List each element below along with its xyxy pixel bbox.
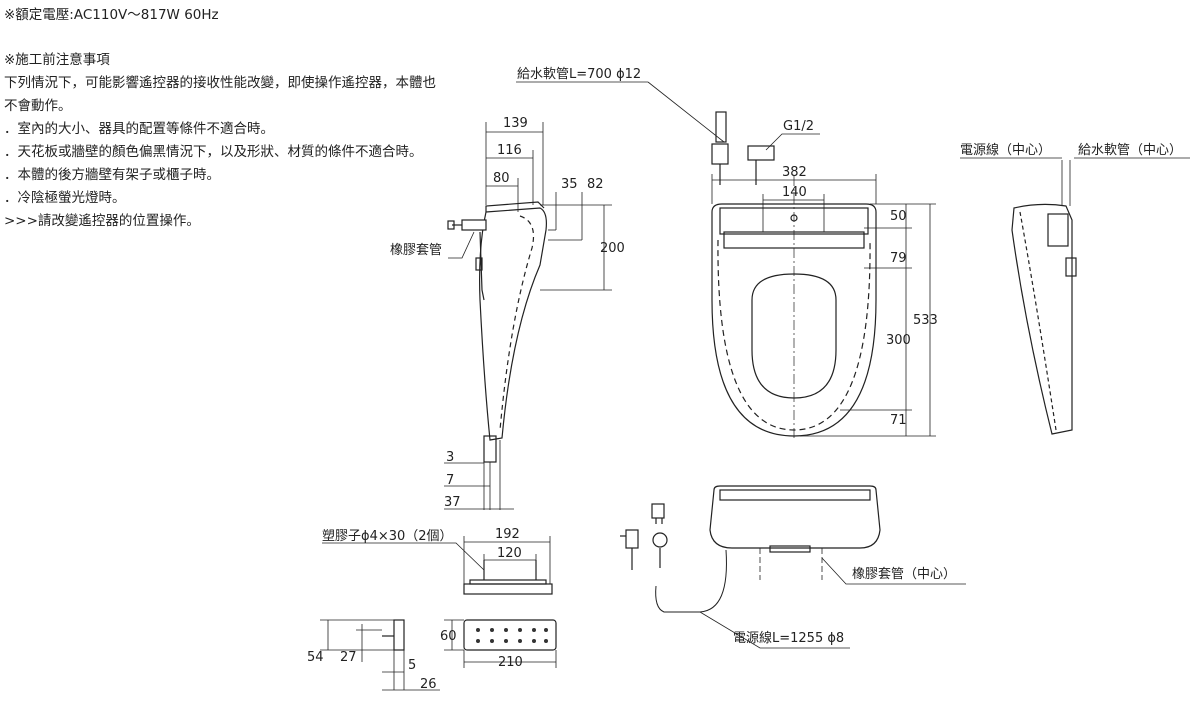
dim-rs-27: 27 — [340, 650, 357, 665]
dim-side-35: 35 — [561, 177, 578, 192]
rear-view — [960, 157, 1190, 435]
dim-side-116: 116 — [497, 143, 522, 158]
wall-bracket — [322, 536, 553, 595]
label-water-hose: 給水軟管L=700 ϕ12 — [517, 66, 641, 82]
label-power-cord: 電源線L=1255 ϕ8 — [733, 630, 844, 646]
dim-side-200: 200 — [600, 241, 625, 256]
installation-notes: ※額定電壓:AC110V～817W 60Hz ※施工前注意事項 下列情況下，可能… — [4, 4, 444, 233]
dim-top-300: 300 — [886, 333, 911, 348]
dim-top-140: 140 — [782, 185, 807, 200]
side-view — [444, 122, 612, 510]
dim-top-382: 382 — [782, 165, 807, 180]
dim-rs-5: 5 — [408, 658, 416, 673]
remote-buttons — [476, 628, 548, 643]
dim-side-3: 3 — [446, 450, 454, 465]
dim-rs-54: 54 — [307, 650, 324, 665]
dim-remote-210: 210 — [498, 655, 523, 670]
dim-side-82: 82 — [587, 177, 604, 192]
label-thread: G1/2 — [783, 119, 814, 134]
notes-item-4: ．冷陰極螢光燈時。 — [4, 190, 126, 206]
label-plastic-plug: 塑膠子ϕ4×30（2個） — [322, 529, 453, 544]
dim-side-7: 7 — [446, 473, 454, 488]
label-water-hose-center: 給水軟管（中心） — [1078, 142, 1182, 158]
label-rubber-sleeve: 橡膠套管 — [390, 242, 442, 258]
notes-item-1: ．室內的大小、器具的配置等條件不適合時。 — [4, 121, 274, 137]
dim-side-37: 37 — [444, 495, 461, 510]
notes-item-3: ．本體的後方牆壁有架子或櫃子時。 — [4, 167, 220, 183]
remote-side-view — [320, 619, 440, 691]
dim-side-139: 139 — [503, 116, 528, 131]
notes-heading: ※施工前注意事項 — [4, 52, 110, 68]
notes-footer: >>>請改變遙控器的位置操作。 — [4, 213, 200, 229]
dim-top-71: 71 — [890, 413, 907, 428]
dim-top-50: 50 — [890, 209, 907, 224]
label-power-cord-center: 電源線（中心） — [960, 142, 1051, 158]
rated-voltage-text: ※額定電壓:AC110V～817W 60Hz — [4, 7, 219, 23]
label-rubber-sleeve-center: 橡膠套管（中心） — [852, 566, 956, 582]
top-view-lid-opening — [751, 273, 837, 399]
remote-control — [444, 619, 557, 668]
dim-remote-60: 60 — [440, 629, 457, 644]
dim-top-79: 79 — [890, 251, 907, 266]
top-view-seat — [711, 203, 877, 437]
dim-top-533: 533 — [913, 313, 938, 328]
dim-bracket-120: 120 — [497, 546, 522, 561]
dim-bracket-192: 192 — [495, 527, 520, 542]
dim-side-80: 80 — [493, 171, 510, 186]
notes-item-2: ．天花板或牆壁的顏色偏黑情況下，以及形狀、材質的條件不適合時。 — [4, 144, 423, 160]
top-view — [516, 81, 936, 440]
side-view-body — [479, 207, 547, 441]
notes-intro: 下列情況下，可能影響遙控器的接收性能改變，即使操作遙控器，本體也不會動作。 — [4, 75, 436, 114]
front-view — [620, 485, 966, 649]
dim-rs-26: 26 — [420, 677, 437, 692]
